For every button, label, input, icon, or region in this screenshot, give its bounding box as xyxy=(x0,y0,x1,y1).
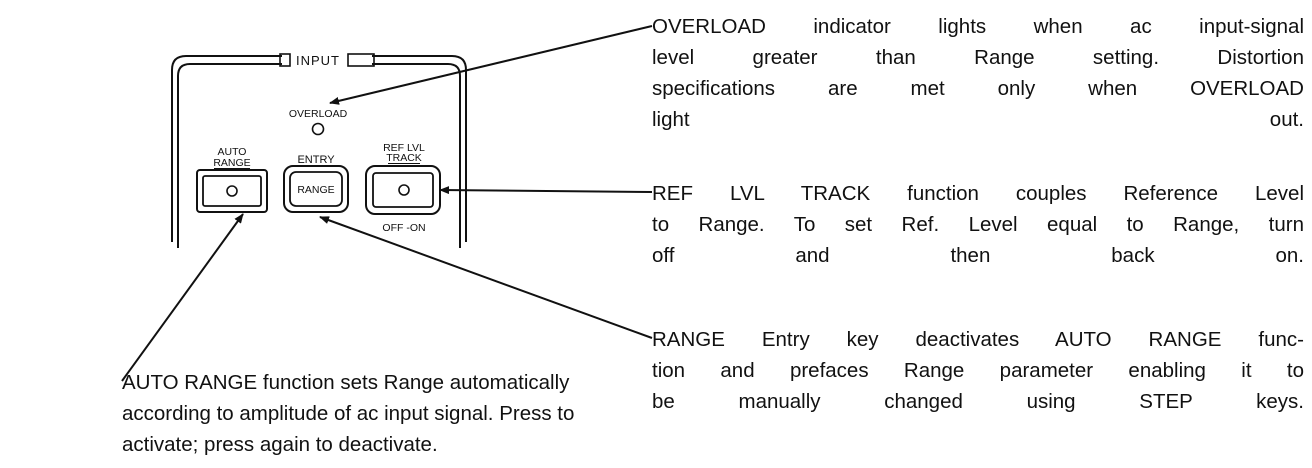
ref-lvl-track-key[interactable] xyxy=(365,165,441,215)
callout-line: specifications are met only when OVERLOA… xyxy=(652,77,1304,100)
ref-lvl-indicator-lamp xyxy=(398,184,410,196)
callout-line: off and then back on. xyxy=(652,244,1304,267)
callout-line: according to amplitude of ac input signa… xyxy=(122,402,575,425)
range-entry-callout: RANGE Entry key deactivates AUTO RANGE f… xyxy=(652,324,1304,417)
auto-range-indicator-lamp xyxy=(226,185,238,197)
overload-callout: OVERLOAD indicator lights when ac input-… xyxy=(652,11,1304,135)
callout-line: be manually changed using STEP keys. xyxy=(652,390,1304,413)
callout-line: tion and prefaces Range parameter enabli… xyxy=(652,359,1304,382)
auto-range-leader-line xyxy=(121,213,244,382)
overload-leader-line xyxy=(329,25,653,105)
callout-line: activate; press again to deactivate. xyxy=(122,433,438,456)
callout-line: level greater than Range setting. Distor… xyxy=(652,46,1304,69)
range-key-label: RANGE xyxy=(297,184,334,196)
callout-line: OVERLOAD indicator lights when ac input-… xyxy=(652,15,1304,38)
auto-range-label-line2: RANGE xyxy=(213,157,250,169)
range-entry-key[interactable]: RANGE xyxy=(283,165,349,213)
callout-line: AUTO RANGE function sets Range automatic… xyxy=(122,371,570,394)
input-label-tabs xyxy=(279,53,375,67)
off-on-label: OFF -ON xyxy=(382,222,425,234)
input-section-label: INPUT xyxy=(296,53,340,68)
ref-lvl-track-leader-line xyxy=(439,186,653,195)
overload-indicator-lamp xyxy=(311,122,325,136)
ref-lvl-label-line2: TRACK xyxy=(386,152,422,164)
auto-range-key[interactable] xyxy=(196,169,268,213)
ref-lvl-label-line1: REF LVL xyxy=(383,142,425,154)
entry-label: ENTRY xyxy=(297,154,335,166)
ref-lvl-track-callout: REF LVL TRACK function couples Reference… xyxy=(652,178,1304,271)
callout-line: RANGE Entry key deactivates AUTO RANGE f… xyxy=(652,328,1304,351)
range-entry-leader-line xyxy=(319,216,653,339)
callout-line: to Range. To set Ref. Level equal to Ran… xyxy=(652,213,1304,236)
auto-range-callout: AUTO RANGE function sets Range automatic… xyxy=(122,367,642,460)
auto-range-label-line1: AUTO xyxy=(218,146,247,158)
callout-line: REF LVL TRACK function couples Reference… xyxy=(652,182,1304,205)
callout-line: light out. xyxy=(652,108,1304,131)
overload-label: OVERLOAD xyxy=(289,108,348,120)
